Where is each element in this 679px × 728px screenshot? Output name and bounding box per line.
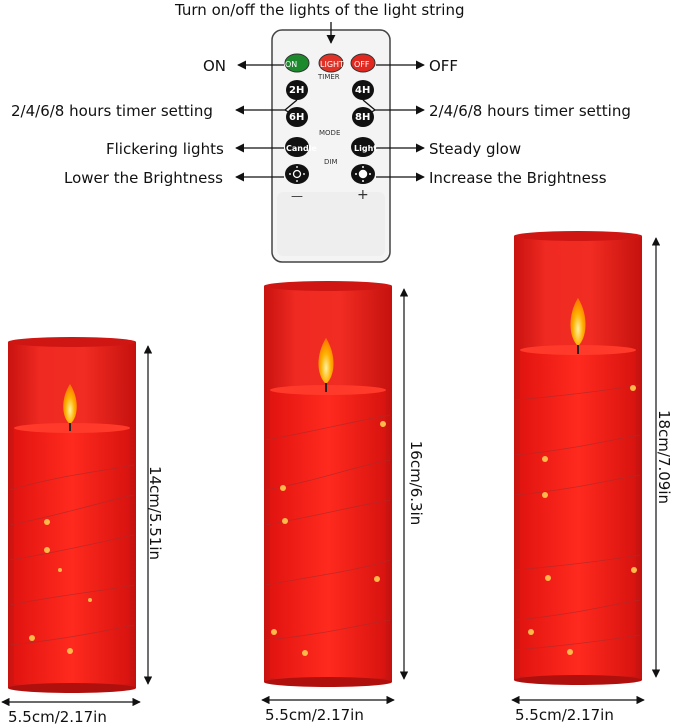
dimension-arrows xyxy=(1,237,661,707)
height-label-medium: 16cm/6.3in xyxy=(407,440,425,526)
candle-small xyxy=(8,337,136,693)
remote-off-button: OFF xyxy=(354,60,370,69)
caption-timer-right: 2/4/6/8 hours timer setting xyxy=(429,102,631,120)
remote-dim-title: DIM xyxy=(324,158,338,166)
candle-medium xyxy=(264,281,392,687)
width-label-large: 5.5cm/2.17in xyxy=(515,706,614,724)
height-label-small: 14cm/5.51in xyxy=(146,465,164,561)
flame-icon xyxy=(570,298,586,346)
caption-lower-brightness: Lower the Brightness xyxy=(64,169,223,187)
remote-mode-title: MODE xyxy=(319,129,341,137)
height-label-large: 18cm/7.09in xyxy=(655,409,673,505)
remote-2h-button: 2H xyxy=(289,85,305,96)
remote-candle-button: Candle xyxy=(286,144,317,153)
remote-control xyxy=(271,29,391,263)
caption-toggle-string: Turn on/off the lights of the light stri… xyxy=(175,1,465,19)
remote-plus-label: + xyxy=(357,187,369,203)
remote-light-button: LIGHT xyxy=(320,60,344,69)
caption-on: ON xyxy=(203,57,227,75)
remote-timer-title: TIMER xyxy=(318,73,340,81)
flame-icon xyxy=(63,384,77,424)
width-label-medium: 5.5cm/2.17in xyxy=(265,706,364,724)
caption-increase-brightness: Increase the Brightness xyxy=(429,169,607,187)
sun-bright-icon xyxy=(355,166,371,182)
flame-icon xyxy=(318,338,334,384)
sun-dim-icon xyxy=(289,166,305,182)
width-label-small: 5.5cm/2.17in xyxy=(8,708,107,726)
caption-off: OFF xyxy=(429,57,459,75)
remote-4h-button: 4H xyxy=(355,85,371,96)
caption-timer-left: 2/4/6/8 hours timer setting xyxy=(11,102,213,120)
caption-flicker: Flickering lights xyxy=(106,140,224,158)
remote-arrows xyxy=(235,22,425,182)
remote-light-mode-button: Light xyxy=(354,144,378,153)
candle-large xyxy=(514,231,642,685)
remote-minus-label: — xyxy=(291,189,303,203)
remote-8h-button: 8H xyxy=(355,112,371,123)
remote-6h-button: 6H xyxy=(289,112,305,123)
remote-on-button: ON xyxy=(285,60,298,69)
caption-steady: Steady glow xyxy=(429,140,522,158)
